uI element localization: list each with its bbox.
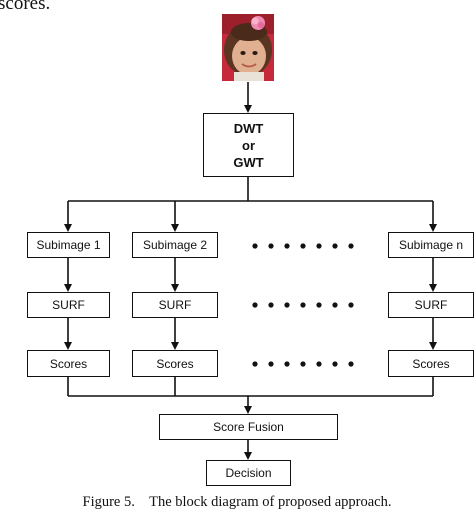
- decision-box: Decision: [206, 460, 291, 486]
- subimage-box-1: Subimage 1: [27, 232, 110, 258]
- header-text: scores.: [0, 0, 51, 14]
- transform-line-2: or: [242, 137, 255, 153]
- transform-line-1: DWT: [233, 120, 264, 136]
- surf-box-2: SURF: [132, 292, 218, 318]
- surf-box-1: SURF: [27, 292, 110, 318]
- subimage-box-n: Subimage n: [388, 232, 474, 258]
- figure-caption: Figure 5. The block diagram of proposed …: [82, 494, 392, 510]
- face-photo-icon: [222, 14, 274, 81]
- ellipsis-dots-row-2: [252, 302, 354, 308]
- score-fusion-box: Score Fusion: [159, 414, 338, 440]
- subimage-box-2: Subimage 2: [132, 232, 218, 258]
- transform-line-3: GWT: [233, 154, 264, 170]
- scores-box-n: Scores: [388, 350, 474, 377]
- ellipsis-dots-row-3: [252, 361, 354, 367]
- transform-box: DWT or GWT: [203, 113, 294, 177]
- scores-box-1: Scores: [27, 350, 110, 377]
- scores-box-2: Scores: [132, 350, 218, 377]
- ellipsis-dots-row-1: [252, 243, 354, 249]
- surf-box-n: SURF: [388, 292, 474, 318]
- face-photo: [222, 14, 274, 81]
